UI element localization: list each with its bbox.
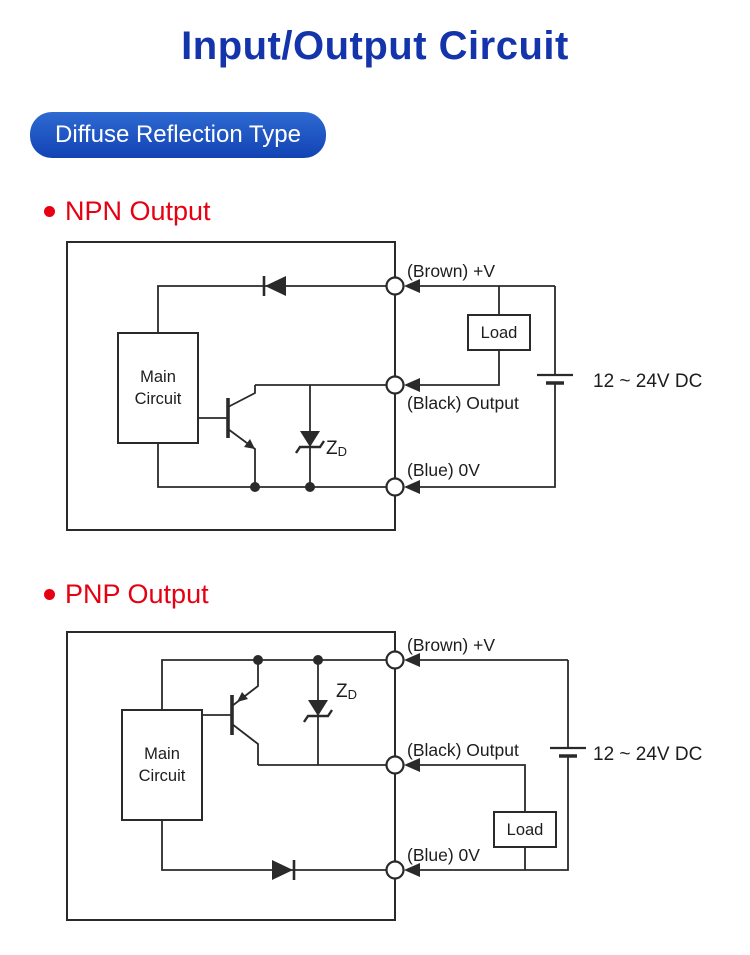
npn-arrow-brown-icon: [404, 279, 420, 293]
npn-blue-label: (Blue) 0V: [407, 460, 480, 480]
pnp-vplus-wire: [161, 659, 395, 710]
pnp-heading-label: PNP Output: [65, 579, 209, 609]
npn-zener-diode-icon: [295, 431, 325, 454]
pnp-main-circuit-label-line1: Main: [144, 745, 180, 763]
npn-heading-label: NPN Output: [65, 196, 211, 226]
pnp-circuit-diagram: Main Circuit ZD: [66, 631, 702, 921]
type-badge: Diffuse Reflection Type: [30, 112, 326, 158]
npn-circuit-diagram: Main Circuit ZD: [66, 241, 702, 531]
npn-0v-wire: [157, 443, 395, 488]
page-title: Input/Output Circuit: [181, 24, 569, 68]
npn-brown-terminal: [385, 276, 405, 296]
npn-load-box: [467, 314, 531, 351]
pnp-brown-label: (Brown) +V: [407, 635, 495, 655]
pnp-load-box: [493, 811, 557, 848]
pnp-main-circuit-box: [121, 709, 203, 821]
npn-black-label: (Black) Output: [407, 393, 519, 413]
pnp-blue-terminal: [385, 860, 405, 880]
npn-arrow-blue-icon: [404, 480, 420, 494]
pnp-load-branch-wire: [418, 764, 526, 870]
pnp-arrow-black-icon: [404, 758, 420, 772]
npn-brown-label: (Brown) +V: [407, 261, 495, 281]
npn-main-circuit-box: [117, 332, 199, 444]
npn-battery-icon: [537, 373, 573, 385]
pnp-transistor-icon: [202, 660, 259, 765]
npn-battery-branch-wire: [418, 286, 556, 488]
npn-blue-terminal: [385, 477, 405, 497]
pnp-blue-label: (Blue) 0V: [407, 845, 480, 865]
npn-arrow-black-icon: [404, 378, 420, 392]
pnp-battery-icon: [550, 746, 586, 758]
red-bullet-icon: [44, 206, 55, 217]
pnp-black-terminal: [385, 755, 405, 775]
npn-load-label: Load: [481, 324, 518, 342]
npn-protection-diode-icon: [262, 276, 286, 296]
pnp-arrow-brown-icon: [404, 653, 420, 667]
pnp-sensor-outline: [66, 631, 396, 921]
npn-vplus-wire: [157, 285, 395, 333]
pnp-load-label: Load: [507, 821, 544, 839]
pnp-zener-label: ZD: [336, 681, 357, 702]
pnp-protection-diode-icon: [272, 860, 296, 880]
npn-power-label: 12 ~ 24V DC: [593, 371, 702, 392]
pnp-battery-branch-wire: [418, 660, 569, 871]
red-bullet-icon: [44, 589, 55, 600]
npn-junction-dot-emitter: [250, 482, 260, 492]
pnp-junction-dot-zener: [313, 655, 323, 665]
pnp-zener-diode-icon: [303, 700, 333, 723]
pnp-power-label: 12 ~ 24V DC: [593, 744, 702, 765]
npn-main-circuit-label-line1: Main: [140, 368, 176, 386]
pnp-junction-dot-emitter: [253, 655, 263, 665]
npn-zener-label: ZD: [326, 438, 347, 459]
pnp-black-label: (Black) Output: [407, 740, 519, 760]
npn-transistor-icon: [198, 385, 256, 487]
type-badge-label: Diffuse Reflection Type: [55, 121, 301, 148]
pnp-section-heading: PNP Output: [44, 579, 209, 610]
pnp-0v-wire: [161, 820, 395, 871]
npn-load-branch-wire: [418, 286, 500, 386]
npn-section-heading: NPN Output: [44, 196, 211, 227]
pnp-arrow-blue-icon: [404, 863, 420, 877]
npn-junction-dot-zener: [305, 482, 315, 492]
npn-black-terminal: [385, 375, 405, 395]
pnp-brown-terminal: [385, 650, 405, 670]
npn-main-circuit-label-line2: Circuit: [135, 390, 182, 408]
pnp-main-circuit-label-line2: Circuit: [139, 767, 186, 785]
